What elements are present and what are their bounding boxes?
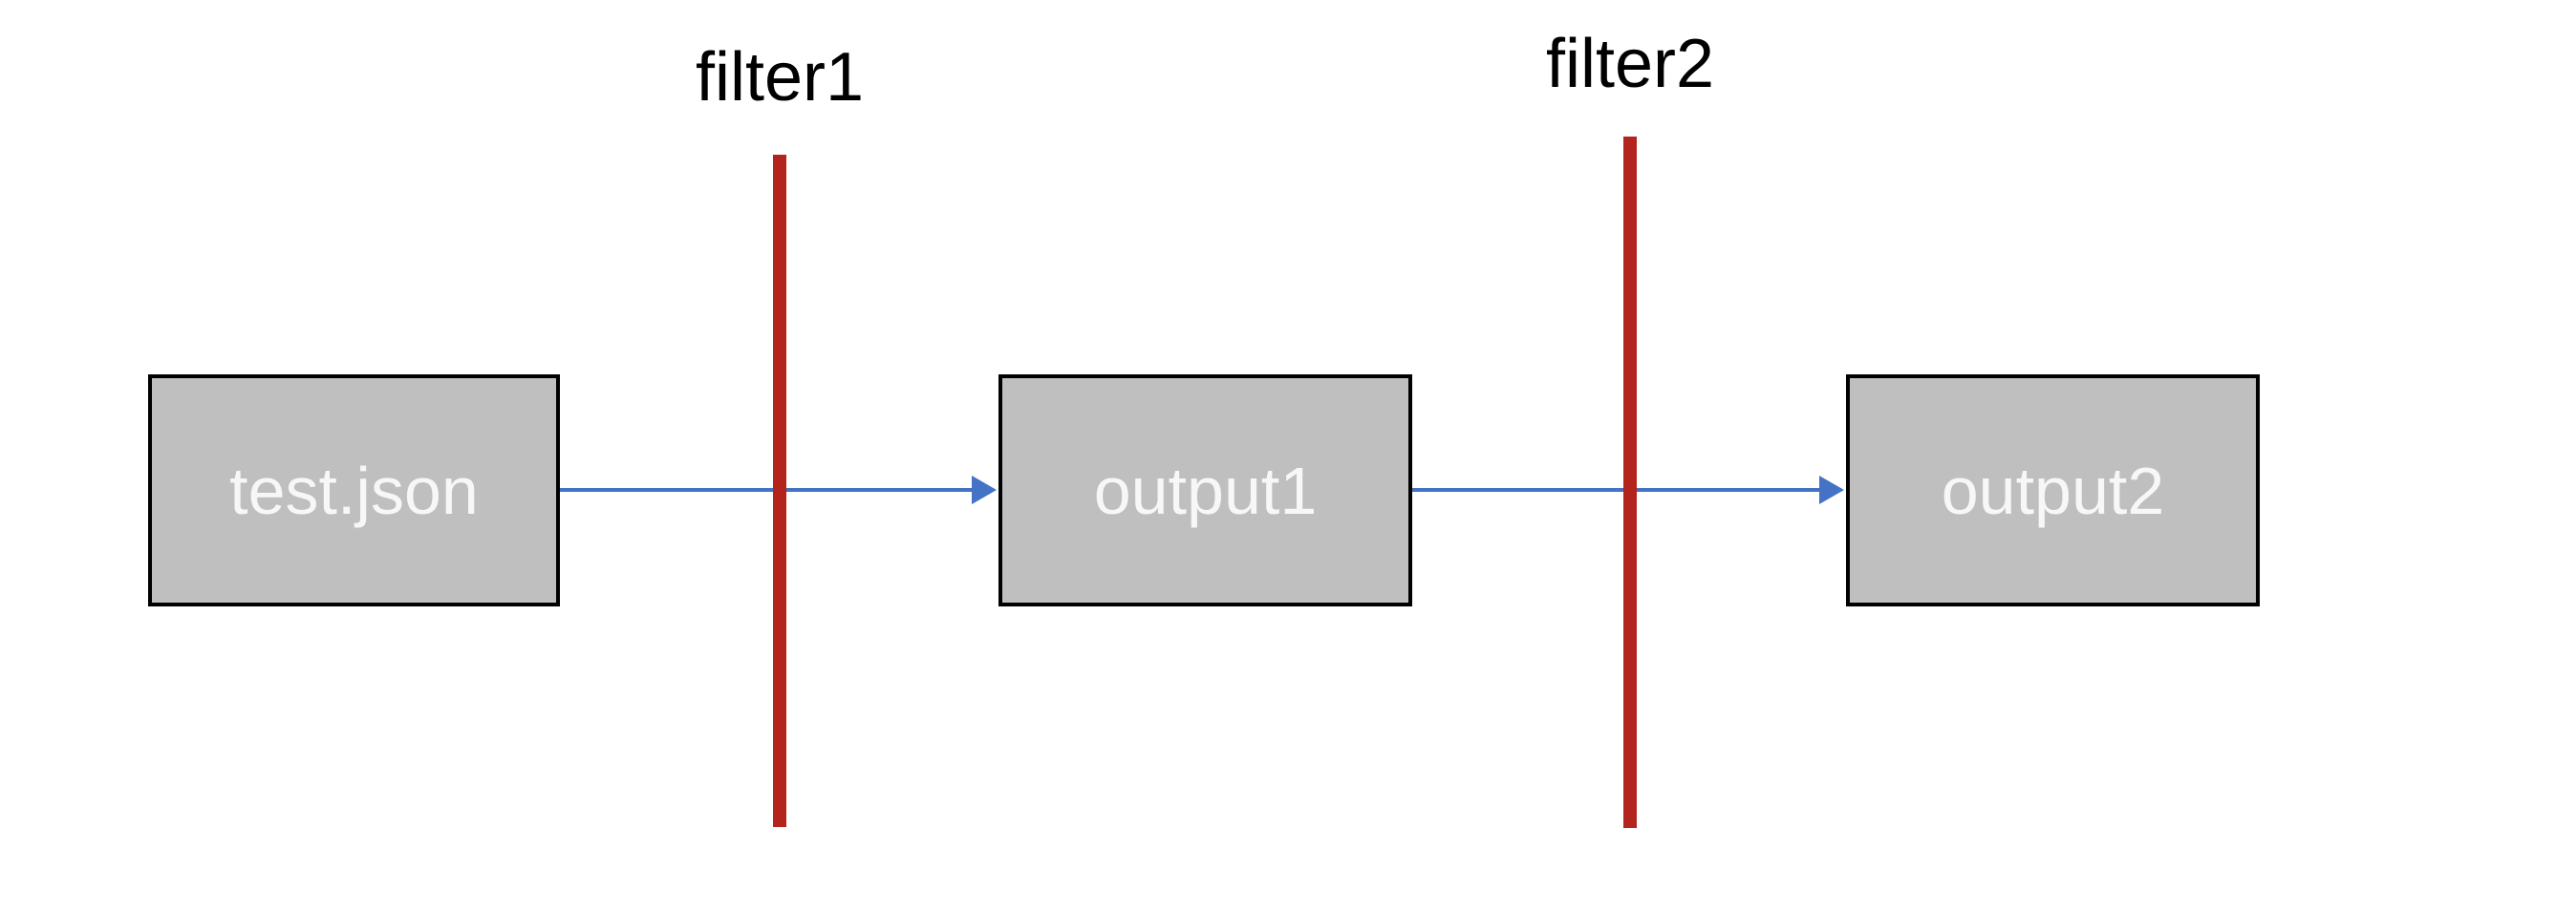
filter1-line (773, 155, 786, 827)
node-output1: output1 (998, 374, 1412, 606)
node-test-json-label: test.json (229, 453, 479, 528)
node-test-json: test.json (148, 374, 560, 606)
node-output1-label: output1 (1093, 453, 1318, 528)
arrow-head-icon (1819, 476, 1844, 504)
filter1-label: filter1 (695, 39, 865, 116)
node-output2: output2 (1846, 374, 2260, 606)
arrow-head-icon (972, 476, 997, 504)
filter2-label: filter2 (1545, 26, 1715, 102)
filter2-line (1623, 137, 1637, 828)
arrow-output1-to-output2 (1412, 488, 1819, 492)
node-output2-label: output2 (1941, 453, 2165, 528)
arrow-source-to-output1 (560, 488, 972, 492)
